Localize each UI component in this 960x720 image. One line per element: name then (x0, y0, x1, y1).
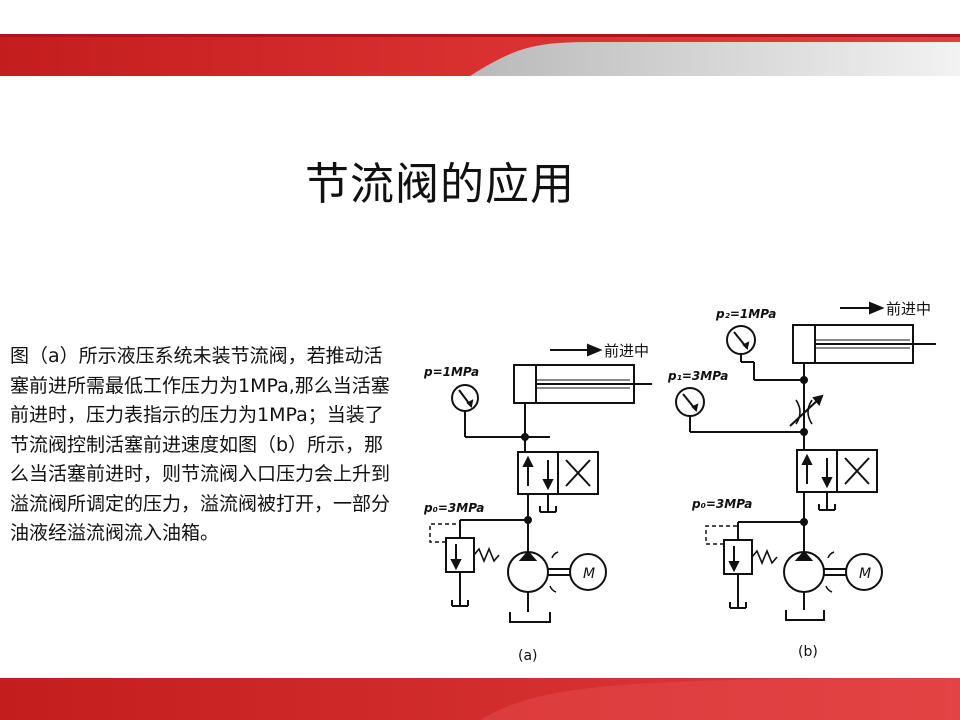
gauge1-label-b: p₁=3MPa (667, 369, 728, 383)
gauge2-label-b: p₂=1MPa (715, 307, 776, 321)
gauge-label-a: p=1MPa (423, 365, 479, 379)
motor-label-b: M (859, 566, 871, 582)
diagram-a (429, 343, 652, 623)
slide-body-text: 图（a）所示液压系统未装节流阀，若推动活塞前进所需最低工作压力为1MPa,那么当… (10, 345, 391, 544)
direction-label-b: 前进中 (886, 300, 931, 318)
diagram-b (675, 301, 936, 621)
throttle-valve (795, 399, 801, 425)
slide-title: 节流阀的应用 (305, 159, 575, 210)
relief-valve-b (723, 539, 753, 575)
caption-b: (b) (798, 644, 818, 660)
caption-a: (a) (518, 648, 538, 664)
bottom-decorative-band (0, 678, 960, 720)
top-decorative-band (0, 34, 960, 76)
motor-b (845, 553, 883, 591)
relief-valve-a (445, 537, 475, 573)
relief-label-b: p₀=3MPa (691, 497, 752, 511)
relief-label-a: p₀=3MPa (423, 501, 484, 515)
motor-label-a: M (583, 566, 595, 582)
hydraulic-circuit-diagrams: 前进中 p=1MPa p₀=3MPa M (a) 前进中 p₂=1MPa p₁=… (423, 300, 936, 664)
direction-label-a: 前进中 (604, 342, 649, 360)
motor-a (569, 553, 607, 591)
